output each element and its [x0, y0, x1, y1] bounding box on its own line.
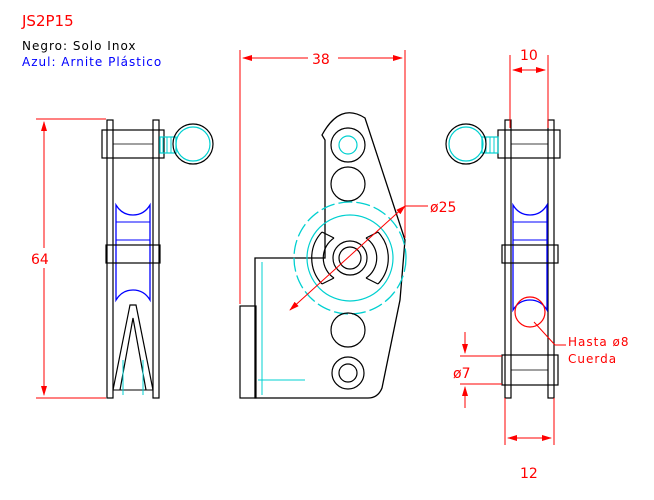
dimension-side-width-top: 10 — [509, 48, 549, 128]
dimension-width-front: 38 — [239, 48, 406, 304]
legend-black-material: Negro: Solo Inox — [22, 39, 137, 53]
dimension-side-width-top-label: 10 — [520, 48, 538, 64]
drawing-title: JS2P15 — [21, 12, 74, 30]
rope-note-line1: Hasta ø8 — [568, 335, 629, 349]
legend-blue-material: Azul: Arnite Plástico — [22, 55, 162, 69]
dimension-height: 64 — [30, 118, 106, 399]
right-side-view — [445, 119, 561, 399]
dimension-height-label: 64 — [31, 252, 49, 268]
dimension-sheave-diameter-label: ø25 — [430, 200, 456, 216]
dimension-sheave-diameter: ø25 — [289, 200, 456, 311]
dimension-side-width-bottom-label: 12 — [520, 466, 538, 482]
dimension-width-front-label: 38 — [312, 52, 330, 68]
dimension-pin-diameter: ø7 — [453, 332, 502, 408]
front-view — [239, 112, 407, 399]
dimension-pin-diameter-label: ø7 — [453, 366, 470, 382]
dimension-side-width-bottom: 12 — [504, 398, 555, 482]
left-side-view — [101, 119, 214, 399]
rope-note: Hasta ø8 Cuerda — [533, 321, 629, 366]
rope-note-line2: Cuerda — [568, 352, 617, 366]
